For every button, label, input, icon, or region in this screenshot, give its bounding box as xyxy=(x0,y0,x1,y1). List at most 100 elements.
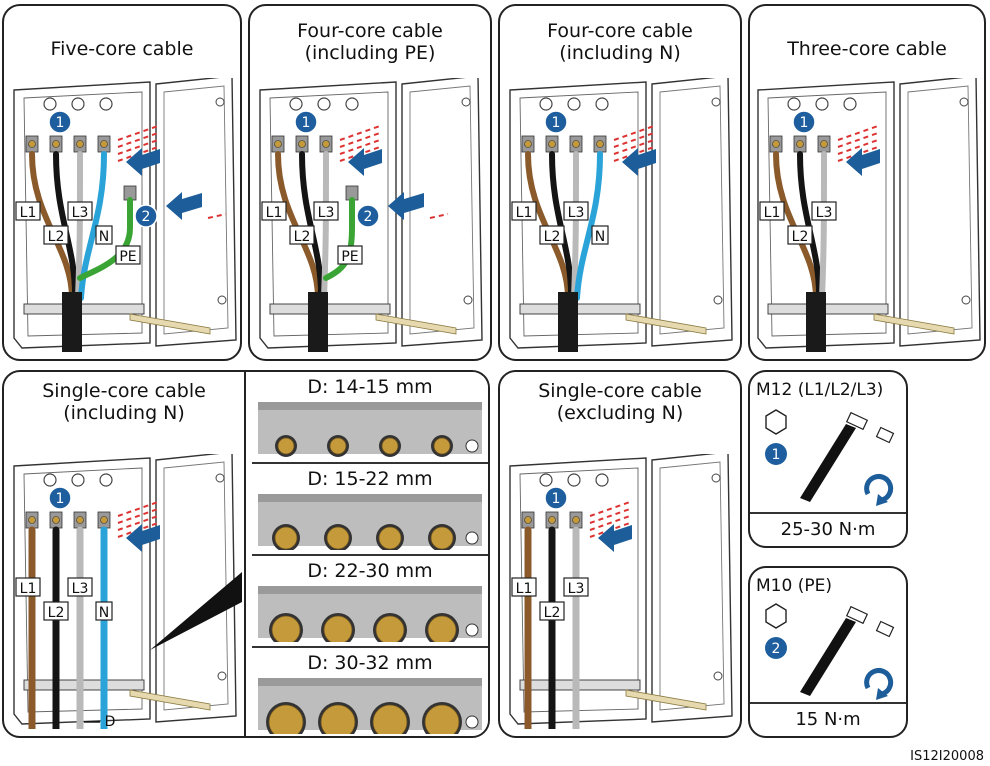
label-l1-box xyxy=(15,201,41,221)
insert-arrow-1 xyxy=(622,148,656,176)
door-screw xyxy=(713,295,723,305)
small-hole xyxy=(465,715,479,729)
cable-core xyxy=(571,151,579,301)
socket-icon xyxy=(875,426,895,444)
terminal-row-svg xyxy=(258,678,482,734)
label-l2-box xyxy=(289,225,315,245)
knockout xyxy=(567,97,581,111)
knockout xyxy=(43,97,57,111)
door-screw xyxy=(215,473,225,483)
dash-line xyxy=(117,501,159,517)
torque-panel-m10: M10 (PE) 2 15 N·m xyxy=(748,566,908,738)
knockout xyxy=(815,97,829,111)
label-n: N xyxy=(99,229,109,245)
cable-sheath xyxy=(806,292,826,352)
knockout xyxy=(71,97,85,111)
cable-core xyxy=(819,151,827,301)
torque-panel-m12: M12 (L1/L2/L3) 1 25-30 N·m xyxy=(748,370,908,548)
step-badge-1-num: 1 xyxy=(552,491,561,507)
cable-core xyxy=(78,151,107,301)
step-badge-1 xyxy=(48,486,72,510)
diameter-box-4: D: 30-32 mm xyxy=(252,648,488,736)
panel-title: Three-core cable xyxy=(787,38,947,60)
torque-title: M10 (PE) xyxy=(756,576,832,596)
label-l1-box xyxy=(511,577,537,597)
cable-sheath xyxy=(558,292,578,352)
label-l2: L2 xyxy=(544,229,561,245)
step-number: 2 xyxy=(772,641,781,657)
socket-icon xyxy=(875,620,895,638)
cable-tray xyxy=(129,689,211,711)
cable-core xyxy=(75,151,83,301)
label-l2-box xyxy=(539,601,565,621)
cabinet-inner xyxy=(519,91,639,337)
rotate-arrow-icon xyxy=(864,473,894,503)
label-pe-box xyxy=(337,245,363,265)
figure-code: IS12I20008 xyxy=(910,749,984,764)
step-badge-1-num: 1 xyxy=(56,491,65,507)
terminal-row-svg xyxy=(258,402,482,457)
cable-core xyxy=(321,151,329,301)
label-l3: L3 xyxy=(72,205,89,221)
insert-arrow-2 xyxy=(388,192,424,220)
panel-title: Five-core cable xyxy=(50,38,194,60)
small-hole xyxy=(465,531,479,545)
cable-tray xyxy=(625,313,707,335)
panel-title: Four-core cable(including PE) xyxy=(297,20,443,64)
dash-line xyxy=(117,125,159,141)
step-badge-1-num: 1 xyxy=(302,115,311,131)
pe-core xyxy=(77,197,133,281)
terminal-screw xyxy=(100,516,108,524)
label-l1: L1 xyxy=(516,581,533,597)
cable-end xyxy=(329,437,347,455)
step-badge-1-num: 1 xyxy=(552,115,561,131)
divider xyxy=(750,702,906,704)
cable-end xyxy=(375,615,405,642)
small-hole xyxy=(465,623,479,637)
insert-arrow-1 xyxy=(348,148,382,176)
label-l3-box xyxy=(563,201,589,221)
cable-sheath xyxy=(62,292,82,352)
step-badge-1 xyxy=(544,486,568,510)
knockout xyxy=(71,473,85,487)
door-screw xyxy=(711,97,721,107)
knockout xyxy=(99,473,113,487)
insert-arrow-1 xyxy=(126,524,160,552)
knockout xyxy=(787,97,801,111)
cable-end xyxy=(268,704,304,734)
hex-icon xyxy=(765,603,787,629)
diameter-label: D: 14-15 mm xyxy=(307,376,433,398)
dash-line xyxy=(429,213,449,219)
wrench-head xyxy=(845,411,869,431)
label-l1-box xyxy=(511,201,537,221)
terminal-screw xyxy=(596,140,604,148)
door-screw xyxy=(217,295,227,305)
cable-sheath xyxy=(308,292,328,352)
knockout xyxy=(289,97,303,111)
insert-arrow-1 xyxy=(126,148,160,176)
bottom-rail xyxy=(269,303,391,315)
torque-title: M12 (L1/L2/L3) xyxy=(756,380,884,400)
dash-line xyxy=(117,139,159,155)
cabinet-door xyxy=(401,75,483,347)
label-l1: L1 xyxy=(20,205,37,221)
door-inner xyxy=(907,85,973,335)
terminal-screw xyxy=(796,140,804,148)
terminal-screw xyxy=(76,516,84,524)
knockout xyxy=(539,97,553,111)
dash-line xyxy=(613,139,655,155)
label-pe: PE xyxy=(119,249,136,265)
door-screw xyxy=(217,671,227,681)
door-inner xyxy=(409,85,475,335)
terminal-row-svg xyxy=(258,586,482,642)
